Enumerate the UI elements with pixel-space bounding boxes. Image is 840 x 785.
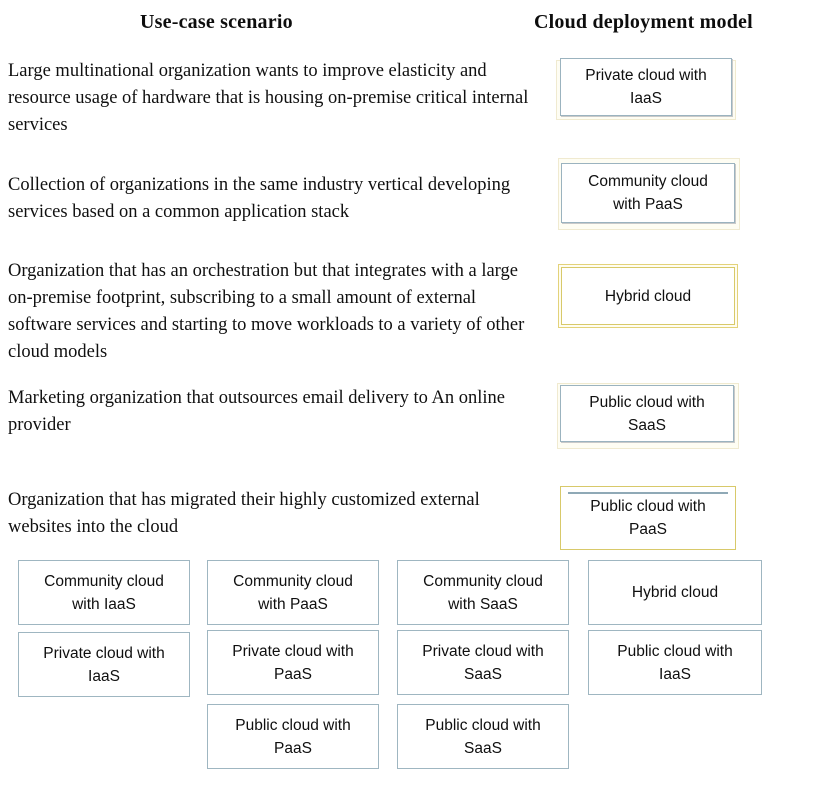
answer-label-2: Community cloud with PaaS	[588, 170, 708, 216]
option-label: Public cloud with SaaS	[425, 716, 541, 757]
scenario-text-3: Organization that has an orchestration b…	[8, 261, 525, 362]
answer-line1-4: Public cloud with	[589, 393, 705, 411]
answer-label-3: Hybrid cloud	[604, 287, 692, 305]
option-private-cloud-with-iaas[interactable]: Private cloud with IaaS	[18, 632, 190, 697]
answer-line1-5: Public cloud with	[590, 498, 706, 515]
answer-dropzone-5[interactable]: Public cloud with PaaS	[560, 486, 736, 550]
answer-dropzone-3[interactable]: Hybrid cloud	[561, 267, 735, 325]
option-label: Private cloud with IaaS	[43, 644, 165, 685]
option-community-cloud-with-paas[interactable]: Community cloud with PaaS	[207, 560, 379, 625]
option-public-cloud-with-paas[interactable]: Public cloud with PaaS	[207, 704, 379, 769]
answer-label-4: Public cloud with SaaS	[589, 391, 704, 437]
option-label: Community cloud with PaaS	[233, 572, 353, 613]
answer-dropzone-2[interactable]: Community cloud with PaaS	[561, 163, 735, 223]
answer-dropzone-1[interactable]: Private cloud with IaaS	[560, 58, 732, 116]
answer-label-5: Public cloud with PaaS	[590, 495, 705, 541]
option-label: Public cloud with IaaS	[617, 642, 733, 683]
answer-line2-4: SaaS	[628, 416, 666, 434]
scenario-text-5: Organization that has migrated their hig…	[8, 490, 480, 537]
scenario-answer-pairs: Large multinational organization wants t…	[8, 58, 740, 550]
answer-line1-1: Private cloud with	[585, 67, 707, 84]
header-cloud-deployment-model: Cloud deployment model	[534, 11, 753, 33]
scenario-text-1: Large multinational organization wants t…	[8, 61, 529, 135]
column-headers: Use-case scenario Cloud deployment model	[0, 11, 840, 41]
scenario-text-4: Marketing organization that outsources e…	[8, 388, 505, 435]
option-label: Private cloud with PaaS	[232, 642, 354, 683]
option-label: Public cloud with PaaS	[235, 716, 351, 757]
option-public-cloud-with-saas[interactable]: Public cloud with SaaS	[397, 704, 569, 769]
option-hybrid-cloud[interactable]: Hybrid cloud	[588, 560, 762, 625]
option-public-cloud-with-iaas[interactable]: Public cloud with IaaS	[588, 630, 762, 695]
answer-topline-5	[568, 492, 728, 494]
option-label: Hybrid cloud	[631, 584, 719, 601]
option-label: Community cloud with IaaS	[44, 572, 164, 613]
answer-line2-2: with PaaS	[613, 196, 683, 213]
answer-label-1: Private cloud with IaaS	[585, 64, 706, 110]
option-label: Community cloud with SaaS	[423, 572, 543, 613]
header-use-case-scenario: Use-case scenario	[140, 11, 293, 33]
answer-line2-1: IaaS	[630, 90, 662, 107]
option-community-cloud-with-iaas[interactable]: Community cloud with IaaS	[18, 560, 190, 625]
option-private-cloud-with-paas[interactable]: Private cloud with PaaS	[207, 630, 379, 695]
answer-line2-5: PaaS	[629, 521, 667, 538]
option-label: Private cloud with SaaS	[422, 642, 544, 683]
option-community-cloud-with-saas[interactable]: Community cloud with SaaS	[397, 560, 569, 625]
scenario-text-2: Collection of organizations in the same …	[8, 175, 511, 222]
answer-dropzone-4[interactable]: Public cloud with SaaS	[560, 385, 734, 442]
option-private-cloud-with-saas[interactable]: Private cloud with SaaS	[397, 630, 569, 695]
answer-line1-2: Community cloud	[588, 173, 708, 190]
